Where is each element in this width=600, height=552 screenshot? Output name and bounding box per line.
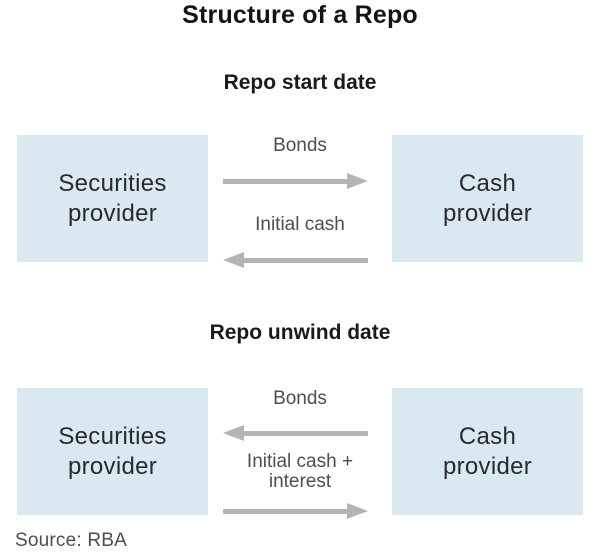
source-note: Source: RBA xyxy=(15,530,128,551)
cash-provider-box-start: Cash provider xyxy=(392,135,583,262)
section-heading-repo-unwind: Repo unwind date xyxy=(209,321,391,344)
cash-provider-label: Cash provider xyxy=(442,422,533,480)
arrow-shaft xyxy=(223,508,347,514)
arrow-bonds-left-icon xyxy=(223,425,368,441)
securities-provider-label: Securities provider xyxy=(58,422,167,480)
securities-provider-label: Securities provider xyxy=(58,169,167,227)
cash-provider-box-unwind: Cash provider xyxy=(392,388,583,515)
arrow-initial-cash-interest-right-icon xyxy=(223,503,368,519)
arrow-initial-cash-left-icon xyxy=(223,252,368,268)
securities-provider-box-start: Securities provider xyxy=(17,135,208,262)
initial-cash-plus-interest-flow-label: Initial cash + interest xyxy=(246,451,354,492)
cash-provider-label: Cash provider xyxy=(442,169,533,227)
arrow-shaft xyxy=(244,257,368,263)
securities-provider-box-unwind: Securities provider xyxy=(17,388,208,515)
arrow-shaft xyxy=(223,178,347,184)
arrow-shaft xyxy=(244,430,368,436)
section-heading-repo-start: Repo start date xyxy=(223,71,377,94)
initial-cash-flow-label: Initial cash xyxy=(255,214,345,235)
arrow-bonds-right-icon xyxy=(223,173,368,189)
bonds-flow-label-unwind: Bonds xyxy=(273,388,327,409)
page-title: Structure of a Repo xyxy=(182,1,418,29)
bonds-flow-label-start: Bonds xyxy=(273,135,327,156)
